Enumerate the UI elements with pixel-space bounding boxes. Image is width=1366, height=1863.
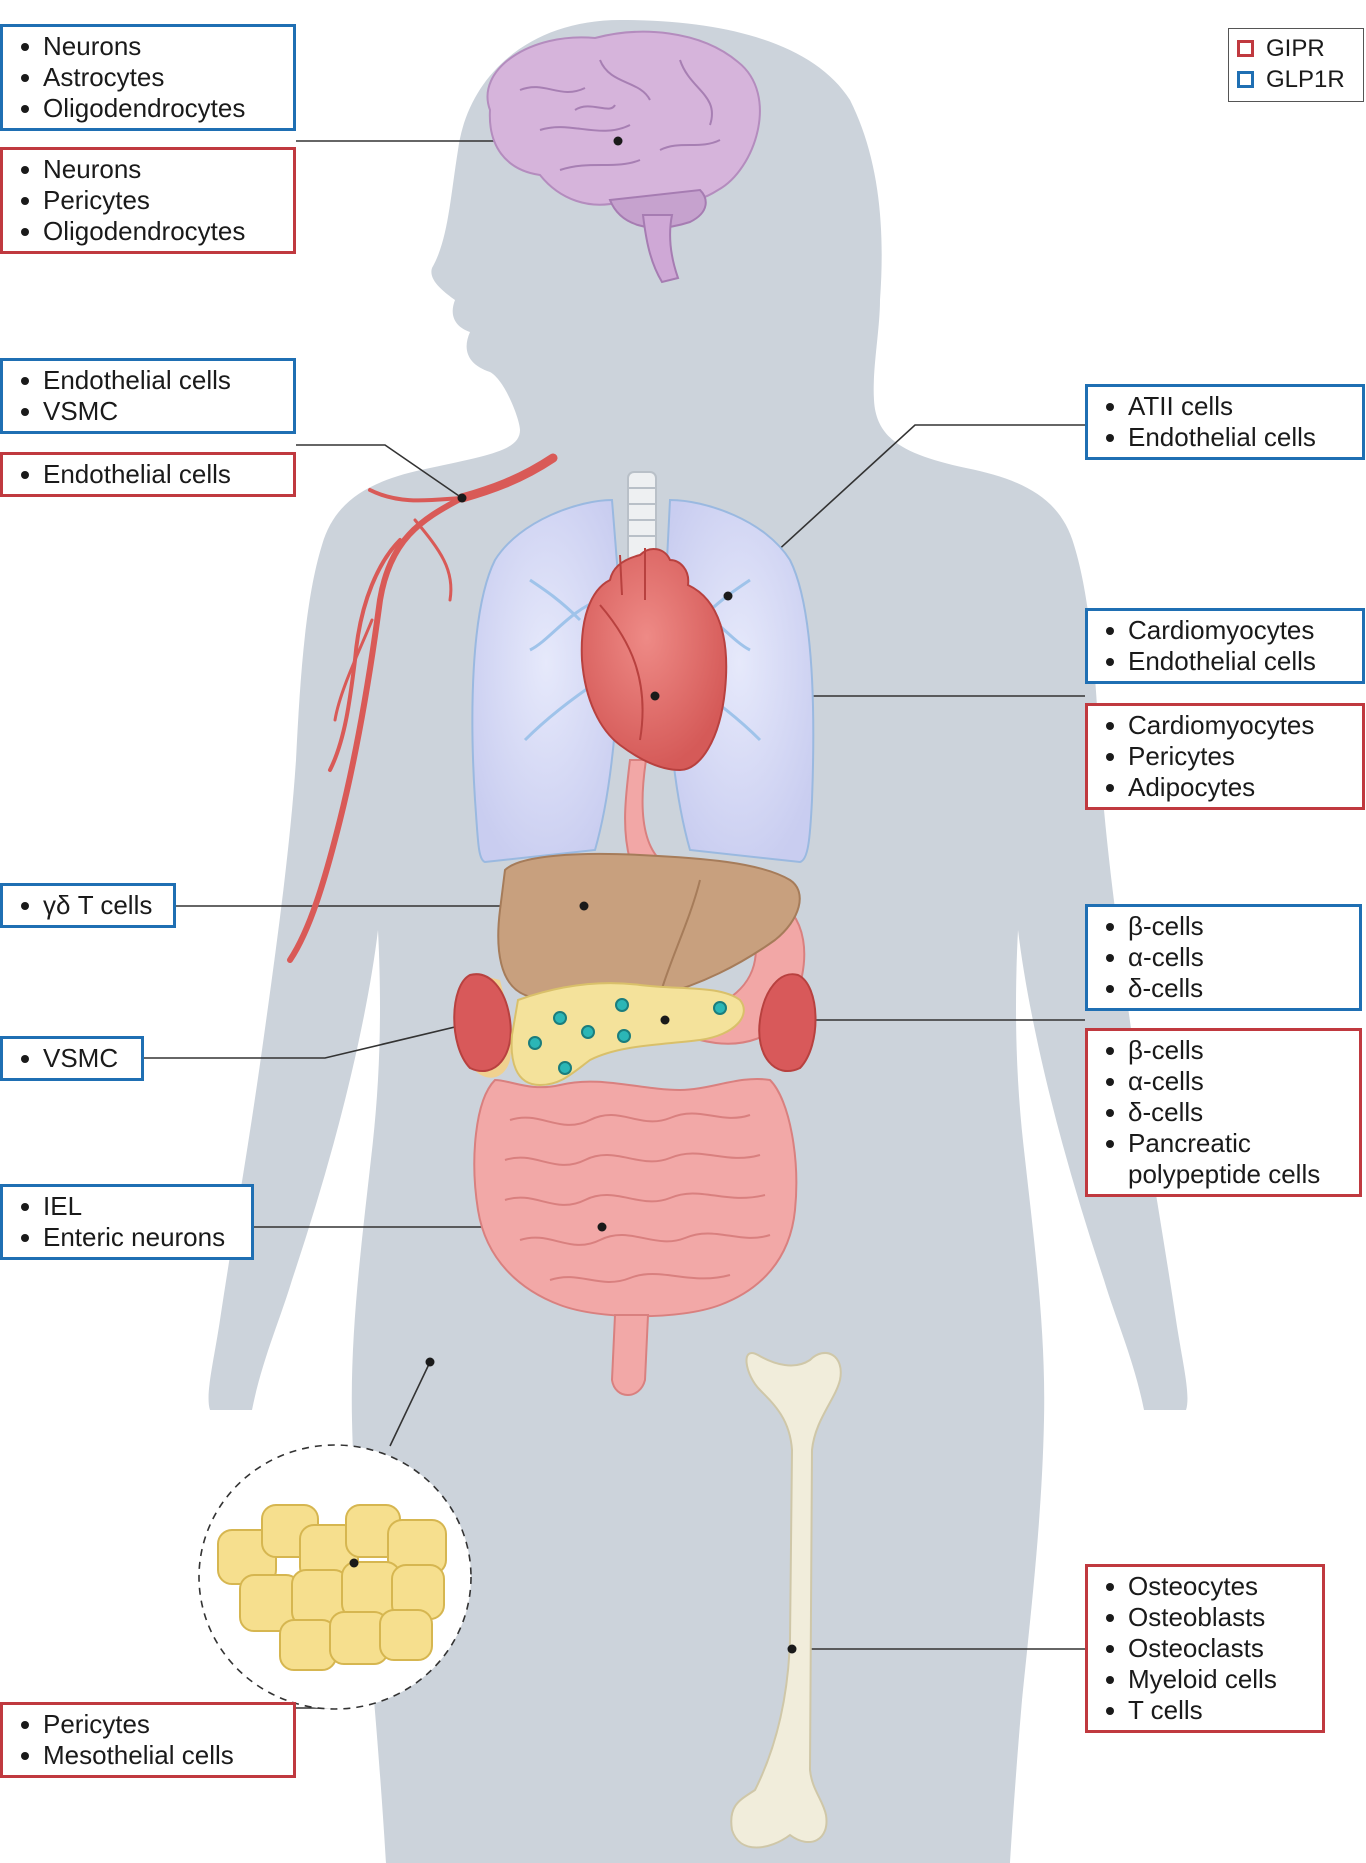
cell-type-item: Endothelial cells bbox=[17, 459, 279, 490]
pancreas-glp1r-box: β-cells α-cells δ-cells bbox=[1085, 904, 1362, 1011]
cell-type-item: VSMC bbox=[17, 1043, 127, 1074]
cell-type-item: γδ T cells bbox=[17, 890, 159, 921]
kidney-glp1r-box: VSMC bbox=[0, 1036, 144, 1081]
cell-type-item: δ-cells bbox=[1102, 1097, 1345, 1128]
cell-type-item: Endothelial cells bbox=[17, 365, 279, 396]
liver-glp1r-box: γδ T cells bbox=[0, 883, 176, 928]
cell-type-item: IEL bbox=[17, 1191, 237, 1222]
vessel-gipr-box: Endothelial cells bbox=[0, 452, 296, 497]
cell-type-item: α-cells bbox=[1102, 942, 1345, 973]
legend-label-glp1r: GLP1R bbox=[1266, 65, 1345, 93]
cell-type-item: Pericytes bbox=[17, 1709, 279, 1740]
cell-type-item: Osteocytes bbox=[1102, 1571, 1308, 1602]
cell-type-item: Neurons bbox=[17, 154, 279, 185]
bone-gipr-box: Osteocytes Osteoblasts Osteoclasts Myelo… bbox=[1085, 1564, 1325, 1733]
legend-item-gipr: GIPR bbox=[1237, 33, 1355, 64]
vessel-glp1r-box: Endothelial cells VSMC bbox=[0, 358, 296, 434]
glp1r-swatch bbox=[1237, 71, 1254, 88]
cell-type-item: Pancreatic bbox=[1102, 1128, 1345, 1159]
cell-type-item: Adipocytes bbox=[1102, 772, 1348, 803]
legend-label-gipr: GIPR bbox=[1266, 34, 1325, 62]
adipose-gipr-box: Pericytes Mesothelial cells bbox=[0, 1702, 296, 1778]
adipose-tissue-inset bbox=[198, 1444, 472, 1710]
brain-glp1r-box: Neurons Astrocytes Oligodendrocytes bbox=[0, 24, 296, 131]
cell-type-item-continued: polypeptide cells bbox=[1128, 1159, 1321, 1189]
cell-type-item: Myeloid cells bbox=[1102, 1664, 1308, 1695]
kidneys bbox=[453, 973, 817, 1078]
cell-type-item: β-cells bbox=[1102, 1035, 1345, 1066]
cell-type-item: Oligodendrocytes bbox=[17, 93, 279, 124]
lungs bbox=[471, 471, 815, 864]
liver bbox=[497, 852, 801, 1006]
blood-vessel bbox=[287, 453, 558, 963]
cell-type-item: Oligodendrocytes bbox=[17, 216, 279, 247]
cell-type-item: Endothelial cells bbox=[1102, 422, 1348, 453]
brain-gipr-box: Neurons Pericytes Oligodendrocytes bbox=[0, 147, 296, 254]
cell-type-item: δ-cells bbox=[1102, 973, 1345, 1004]
cell-type-item: Osteoblasts bbox=[1102, 1602, 1308, 1633]
cell-type-item: α-cells bbox=[1102, 1066, 1345, 1097]
lung-glp1r-box: ATII cells Endothelial cells bbox=[1085, 384, 1365, 460]
heart-gipr-box: Cardiomyocytes Pericytes Adipocytes bbox=[1085, 703, 1365, 810]
cell-type-item: Pericytes bbox=[17, 185, 279, 216]
intestine-glp1r-box: IEL Enteric neurons bbox=[0, 1184, 254, 1260]
intestines bbox=[473, 1078, 798, 1396]
cell-type-item: Pericytes bbox=[1102, 741, 1348, 772]
heart bbox=[580, 548, 728, 772]
cell-type-item: Astrocytes bbox=[17, 62, 279, 93]
cell-type-item: Endothelial cells bbox=[1102, 646, 1348, 677]
heart-glp1r-box: Cardiomyocytes Endothelial cells bbox=[1085, 608, 1365, 684]
cell-type-item: VSMC bbox=[17, 396, 279, 427]
pancreas bbox=[510, 982, 745, 1087]
cell-type-item: Enteric neurons bbox=[17, 1222, 237, 1253]
cell-type-item: Mesothelial cells bbox=[17, 1740, 279, 1771]
cell-type-item: Cardiomyocytes bbox=[1102, 615, 1348, 646]
cell-type-item: β-cells bbox=[1102, 911, 1345, 942]
cell-type-item: T cells bbox=[1102, 1695, 1308, 1726]
legend: GIPR GLP1R bbox=[1228, 28, 1364, 102]
cell-type-item: ATII cells bbox=[1102, 391, 1348, 422]
cell-type-item: Neurons bbox=[17, 31, 279, 62]
anchor-dots bbox=[349, 136, 797, 1654]
pancreas-gipr-box: β-cells α-cells δ-cells Pancreatic polyp… bbox=[1085, 1028, 1362, 1197]
gipr-swatch bbox=[1237, 40, 1254, 57]
cell-type-item: Cardiomyocytes bbox=[1102, 710, 1348, 741]
cell-type-item: Osteoclasts bbox=[1102, 1633, 1308, 1664]
legend-item-glp1r: GLP1R bbox=[1237, 64, 1355, 95]
brain bbox=[486, 30, 761, 284]
femur-bone bbox=[730, 1351, 842, 1849]
